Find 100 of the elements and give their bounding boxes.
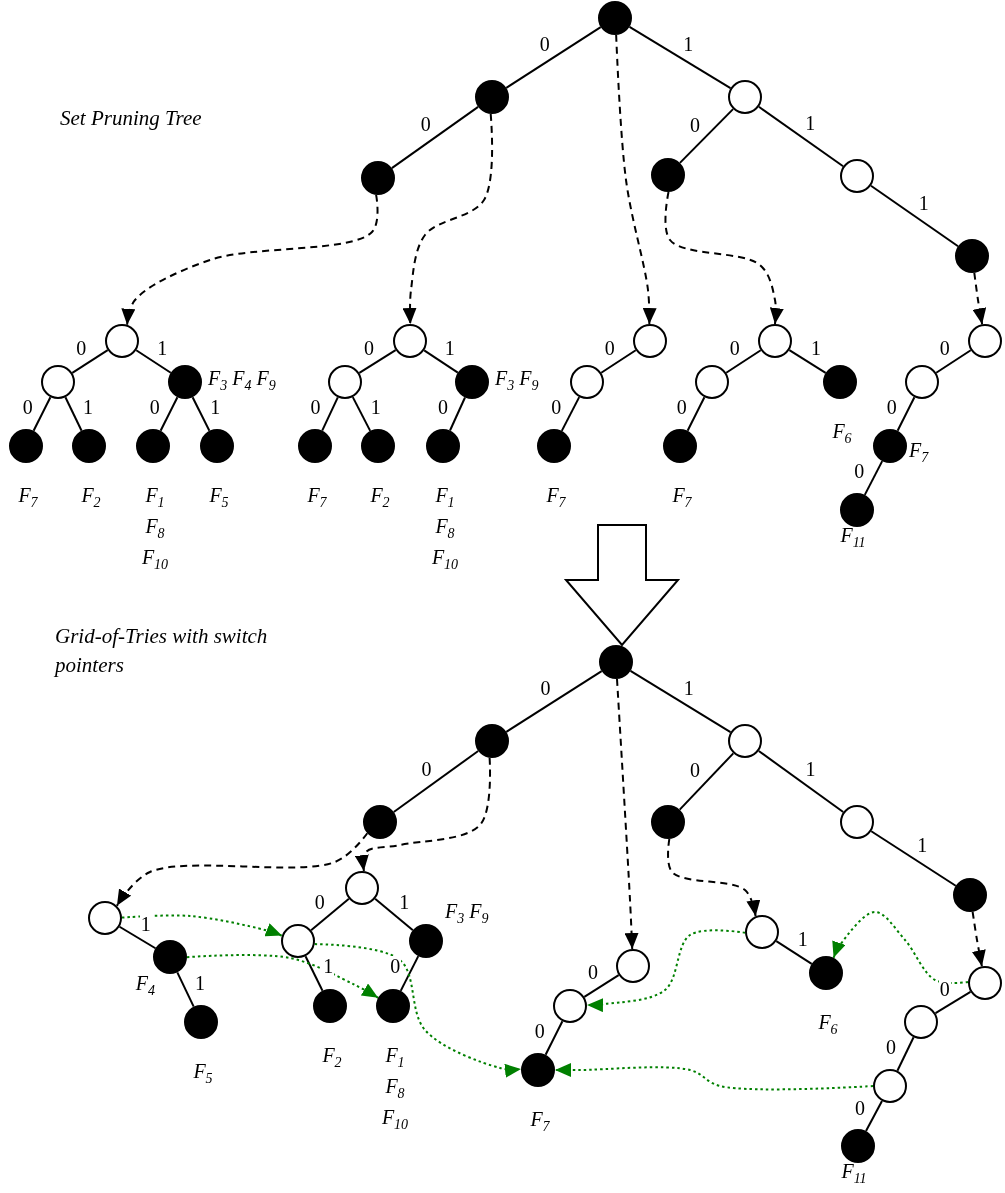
tree-node xyxy=(953,878,987,912)
section-title: Grid-of-Tries with switch pointers xyxy=(55,623,269,679)
pointer-arrow xyxy=(832,911,970,984)
branch-line xyxy=(896,1036,915,1072)
tree-node xyxy=(728,724,762,758)
branch-line xyxy=(870,830,957,887)
tree-node xyxy=(633,324,667,358)
tree-node xyxy=(41,365,75,399)
branch-line xyxy=(725,349,762,374)
tree-node xyxy=(651,158,685,192)
tree-node xyxy=(328,365,362,399)
arrow xyxy=(971,910,986,968)
branch-line xyxy=(135,349,172,374)
arrow xyxy=(616,677,639,950)
arrow xyxy=(667,837,761,918)
edge-label: 1 xyxy=(796,929,809,949)
filter-label: F$_{11}$ xyxy=(841,1161,867,1181)
branch-line xyxy=(505,670,603,733)
branch-line xyxy=(304,955,324,992)
edge-label: 0 xyxy=(885,1037,898,1057)
branch-line xyxy=(32,396,52,432)
branch-line xyxy=(449,396,466,432)
branch-line xyxy=(600,349,637,374)
filter-label: F$_{5}$ xyxy=(209,485,229,505)
tree-node xyxy=(361,161,395,195)
branch-line xyxy=(310,897,350,932)
filter-label: F$_{2}$ xyxy=(370,485,390,505)
filter-label: F$_{10}$ xyxy=(381,1107,409,1127)
branch-line xyxy=(583,974,620,998)
branch-line xyxy=(757,105,845,168)
tree-node xyxy=(136,429,170,463)
tree-node xyxy=(570,365,604,399)
tree-node xyxy=(553,989,587,1023)
tree-node xyxy=(521,1053,555,1087)
branch-line xyxy=(629,669,732,734)
pointer-arrow xyxy=(121,914,283,937)
branch-line xyxy=(64,396,83,432)
filter-label: F$_{3}$ F$_{9}$ xyxy=(445,901,489,921)
tree-node xyxy=(873,1069,907,1103)
branch-line xyxy=(399,955,420,992)
tree-node xyxy=(840,805,874,839)
branch-line xyxy=(423,349,459,374)
filter-label: F$_{7}$ xyxy=(530,1109,550,1129)
tree-node xyxy=(313,989,347,1023)
tree-node xyxy=(905,365,939,399)
filter-label: F$_{7}$ xyxy=(546,485,566,505)
tree-node xyxy=(651,805,685,839)
tree-node xyxy=(840,159,874,193)
filter-label: F$_{7}$ xyxy=(18,485,38,505)
tree-node xyxy=(968,324,1002,358)
filter-label: F$_{10}$ xyxy=(431,547,459,567)
tree-node xyxy=(840,493,874,527)
filter-label: F$_{1}$ xyxy=(385,1045,405,1065)
filter-label: F$_{7}$ xyxy=(307,485,327,505)
tree-node xyxy=(599,645,633,679)
tree-node xyxy=(361,429,395,463)
branch-line xyxy=(896,396,916,432)
tree-node xyxy=(823,365,857,399)
filter-label: F$_{2}$ xyxy=(81,485,101,505)
arrow xyxy=(972,271,987,326)
branch-line xyxy=(934,990,972,1015)
tree-node xyxy=(72,429,106,463)
pointer-arrow xyxy=(585,929,746,1013)
arrow xyxy=(664,191,784,325)
branch-line xyxy=(544,1020,564,1056)
tree-node xyxy=(695,365,729,399)
branch-line xyxy=(321,396,339,432)
filter-label: F$_{1}$ xyxy=(145,485,165,505)
tree-node xyxy=(345,871,379,905)
branch-line xyxy=(788,349,827,374)
tree-node xyxy=(455,365,489,399)
tree-node xyxy=(809,956,843,990)
tree-node xyxy=(955,239,989,273)
filter-label: F$_{10}$ xyxy=(141,547,169,567)
tree-node xyxy=(105,324,139,358)
branch-line xyxy=(686,396,706,432)
branch-line xyxy=(628,25,732,90)
filter-label: F$_{7}$ xyxy=(909,440,929,460)
branch-line xyxy=(392,749,480,814)
filter-label: F$_{1}$ xyxy=(435,485,455,505)
branch-line xyxy=(159,396,179,432)
pointer-arrow xyxy=(313,943,522,1078)
filter-label: F$_{6}$ xyxy=(818,1012,838,1032)
filter-label: F$_{8}$ xyxy=(435,516,455,536)
branch-line xyxy=(390,105,480,170)
tree-node xyxy=(376,989,410,1023)
tree-node xyxy=(200,429,234,463)
tree-node xyxy=(598,1,632,35)
tree-node xyxy=(616,949,650,983)
tree-node xyxy=(409,924,443,958)
filter-label: F$_{2}$ xyxy=(322,1045,342,1065)
tree-node xyxy=(745,915,779,949)
edge-label: 0 xyxy=(938,978,951,999)
branch-line xyxy=(865,1100,883,1132)
branch-line xyxy=(775,940,813,965)
branch-line xyxy=(358,349,397,374)
filter-label: F$_{3}$ F$_{9}$ xyxy=(495,368,539,388)
filter-label: F$_{7}$ xyxy=(672,485,692,505)
branch-line xyxy=(757,749,845,814)
filter-label: F$_{3}$ F$_{4}$ F$_{9}$ xyxy=(208,368,276,388)
